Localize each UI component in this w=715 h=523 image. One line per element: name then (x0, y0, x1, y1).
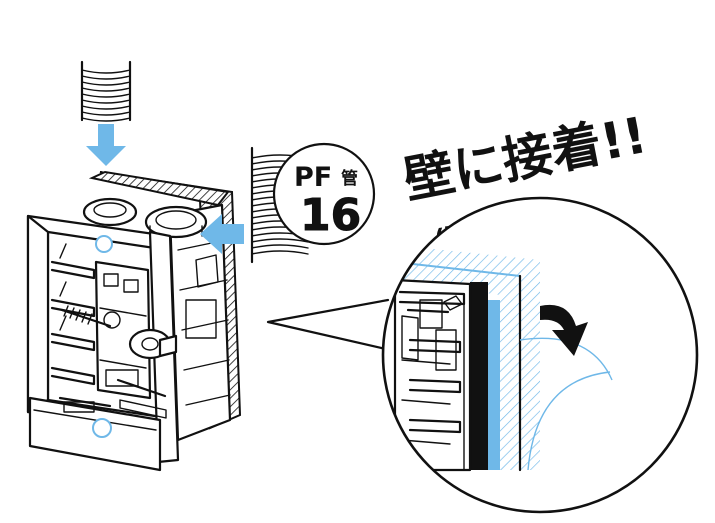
badge-prefix: PF (294, 162, 332, 193)
top-conduit-pipe (80, 60, 132, 122)
magnified-detail (381, 196, 699, 514)
arrow-left-icon (200, 214, 244, 254)
arrow-down-icon (86, 124, 126, 166)
arrow-curved-icon (540, 304, 588, 356)
headline-text: 壁に接着!! (399, 106, 651, 210)
pf-size-badge: PF 管 16 (272, 142, 376, 246)
side-screw (60, 305, 112, 328)
badge-suffix: 管 (341, 168, 358, 189)
mount-screw-bottom (92, 418, 112, 438)
mount-screw-top (95, 235, 113, 253)
leader-line (266, 298, 392, 352)
switch-box (26, 170, 242, 472)
badge-number: 16 (300, 190, 361, 241)
